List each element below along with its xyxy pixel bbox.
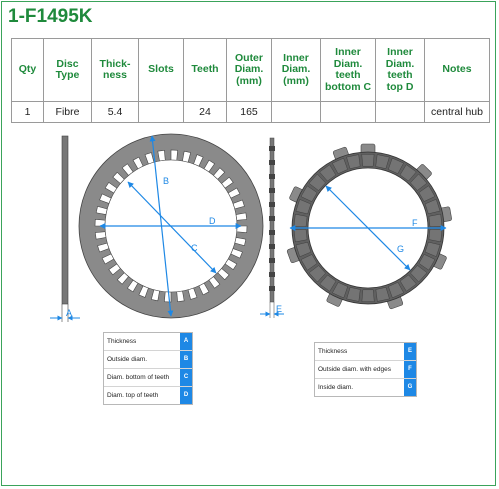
dimension-lines-left: B C D — [99, 135, 242, 317]
friction-pad — [308, 265, 326, 283]
legend-right: Thickness E Outside diam. with edges F Ins… — [314, 342, 417, 397]
legend-label: Diam. bottom of teeth — [107, 374, 170, 381]
disc-side-view-left: A — [50, 135, 80, 322]
friction-pad — [418, 254, 436, 271]
friction-pad — [308, 173, 326, 191]
friction-pad — [410, 173, 428, 191]
legend-row: Diam. bottom of teeth C — [104, 369, 192, 387]
legend-row: Thickness E — [315, 343, 416, 361]
friction-pad — [428, 213, 443, 227]
spec-table: Qty Disc Type Thick-ness Slots Teeth Out… — [11, 38, 490, 123]
legend-key: D — [180, 387, 192, 404]
side-bump — [269, 272, 275, 277]
legend-key: F — [404, 361, 416, 378]
friction-pad — [300, 254, 318, 271]
friction-disc — [286, 143, 452, 310]
friction-pad — [319, 164, 337, 182]
tooth-notch — [236, 225, 248, 233]
friction-pad — [428, 229, 443, 243]
side-bump — [269, 160, 275, 165]
friction-pad — [332, 282, 348, 299]
page-title: 1-F1495K — [8, 6, 93, 27]
legend-label: Thickness — [318, 348, 348, 355]
side-bump — [269, 146, 275, 151]
tooth-notch — [170, 149, 178, 161]
legend-key: G — [404, 379, 416, 396]
friction-pad — [300, 185, 318, 202]
legend-label: Diam. top of teeth — [107, 392, 159, 399]
label-c: C — [191, 243, 198, 253]
friction-pad — [375, 287, 390, 302]
legend-label: Outside diam. with edges — [318, 366, 391, 373]
side-bump — [269, 202, 275, 207]
cell-notes: central hub — [424, 101, 490, 123]
legend-row: Thickness A — [104, 333, 192, 351]
header-notes: Notes — [424, 38, 490, 102]
side-bump — [269, 286, 275, 291]
friction-pad — [424, 241, 441, 257]
header-disc-type: Disc Type — [43, 38, 92, 102]
friction-pad — [293, 229, 308, 243]
legend-key: B — [180, 351, 192, 368]
legend-label: Inside diam. — [318, 384, 354, 391]
header-inner-diam: Inner Diam. (mm) — [271, 38, 321, 102]
legend-key: E — [404, 343, 416, 360]
legend-row: Outside diam. with edges F — [315, 361, 416, 379]
dimension-lines-right: F G — [289, 185, 447, 271]
label-b: B — [163, 176, 169, 186]
side-bump — [269, 174, 275, 179]
tooth-notch — [94, 219, 106, 227]
side-bump — [269, 216, 275, 221]
legend-label: Thickness — [107, 338, 137, 345]
legend-row: Outside diam. B — [104, 351, 192, 369]
friction-pad — [293, 213, 308, 227]
legend-row: Diam. top of teeth D — [104, 387, 192, 404]
cell-disc-type: Fibre — [43, 101, 92, 123]
friction-pad — [346, 154, 361, 169]
header-inner-diam-teeth-bottom: Inner Diam. teeth bottom C — [320, 38, 376, 102]
legend-label: Outside diam. — [107, 356, 148, 363]
disc-side-view-right: E — [260, 137, 284, 318]
table-header-row: Qty Disc Type Thick-ness Slots Teeth Out… — [11, 38, 490, 102]
side-bump — [269, 244, 275, 249]
friction-pad — [361, 154, 375, 167]
header-inner-diam-teeth-top: Inner Diam. teeth top D — [375, 38, 425, 102]
label-a: A — [66, 308, 72, 318]
header-outer-diam: Outer Diam. (mm) — [226, 38, 272, 102]
friction-pad — [361, 289, 375, 302]
side-bump — [269, 258, 275, 263]
legend-key: C — [180, 369, 192, 386]
label-f: F — [412, 218, 418, 228]
friction-pad — [388, 157, 404, 174]
cell-thickness: 5.4 — [91, 101, 139, 123]
legend-key: A — [180, 333, 192, 350]
header-qty: Qty — [11, 38, 44, 102]
side-bump — [269, 230, 275, 235]
label-e: E — [276, 304, 282, 314]
friction-pad — [332, 157, 348, 174]
friction-pad — [399, 164, 417, 182]
legend-left: Thickness A Outside diam. B Diam. bottom o… — [103, 332, 193, 405]
legend-row: Inside diam. G — [315, 379, 416, 396]
side-bump — [269, 188, 275, 193]
friction-pad — [399, 274, 417, 292]
table-row: 1 Fibre 5.4 24 165 central hub — [11, 101, 490, 123]
friction-pad — [346, 287, 361, 302]
friction-pad — [375, 154, 390, 169]
label-d: D — [209, 216, 216, 226]
friction-pad — [319, 274, 337, 292]
friction-pad — [410, 265, 428, 283]
friction-pad — [295, 241, 312, 258]
tooth-notch — [164, 291, 172, 303]
friction-pad — [424, 198, 441, 215]
friction-pad — [388, 282, 404, 299]
friction-pad — [295, 199, 312, 215]
friction-pad — [418, 185, 436, 202]
label-g: G — [397, 244, 404, 254]
